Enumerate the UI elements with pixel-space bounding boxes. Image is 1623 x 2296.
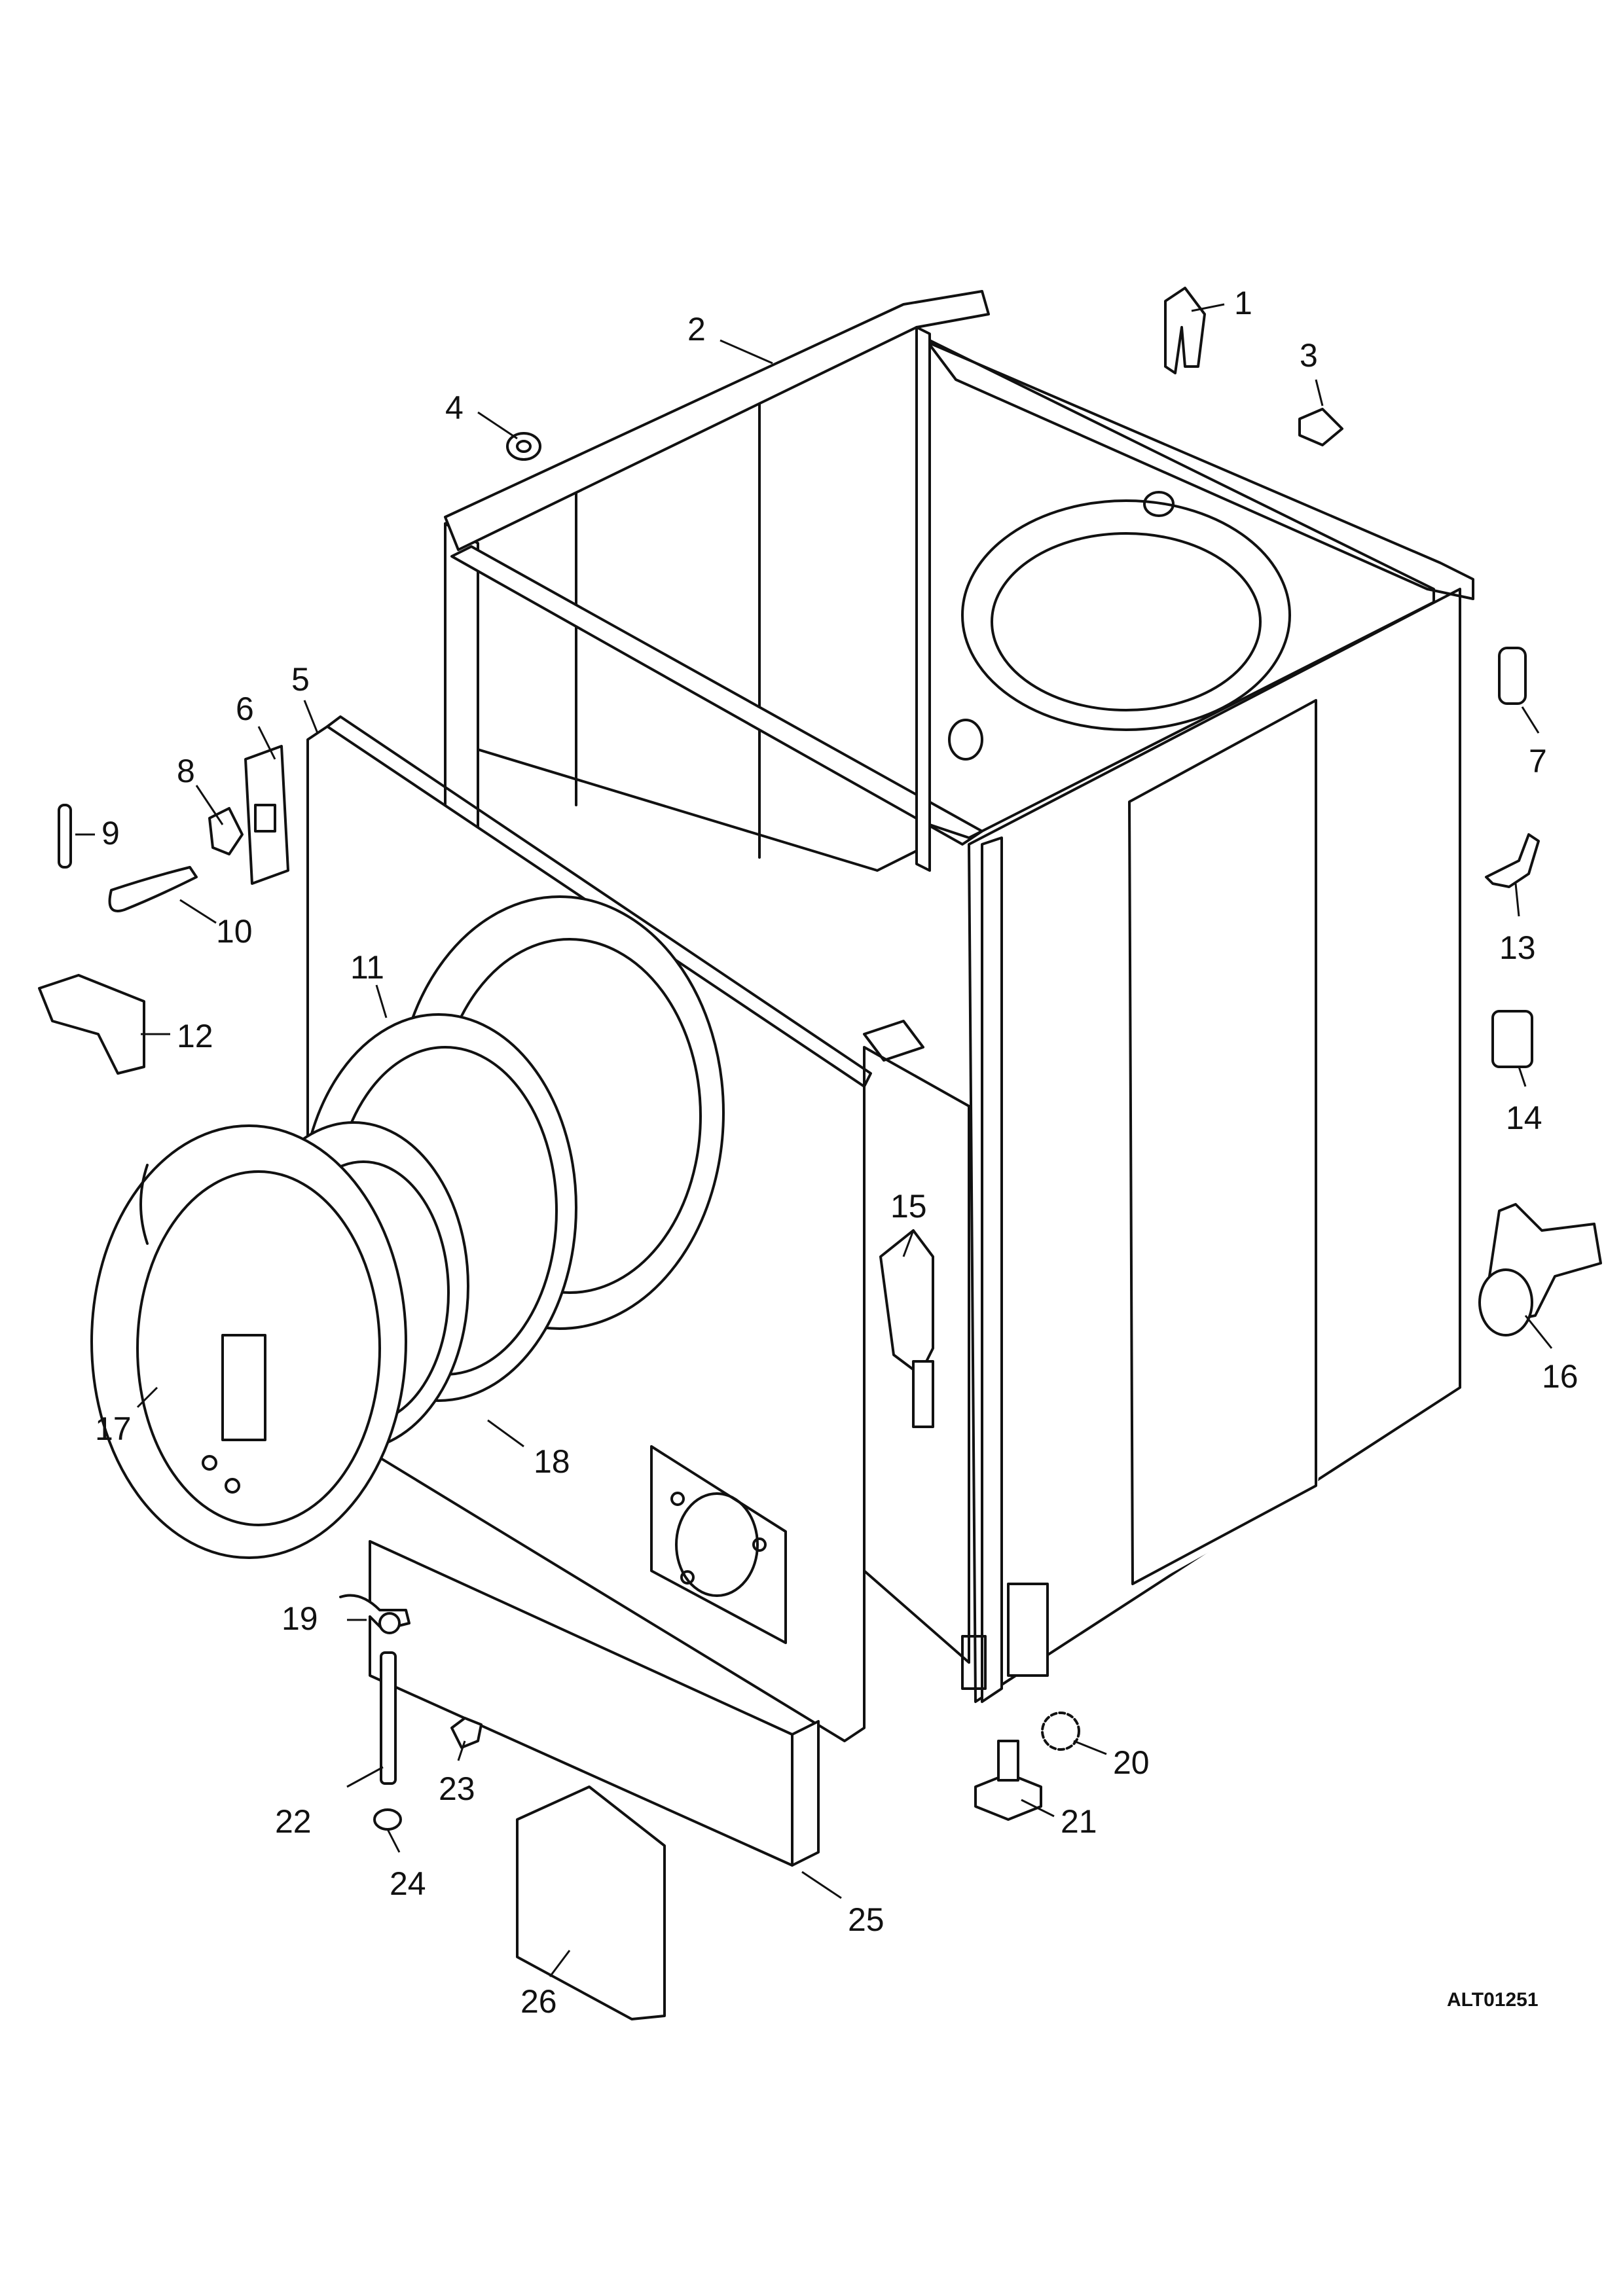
callout-4: 4	[445, 389, 464, 426]
part-9-pin	[58, 804, 72, 869]
callout-23: 23	[439, 1770, 475, 1807]
callout-1: 1	[1234, 285, 1252, 321]
cabinet	[444, 290, 1474, 1703]
callout-26: 26	[520, 1983, 557, 2020]
part-26-cover	[516, 1785, 666, 2020]
callout-18: 18	[534, 1443, 570, 1480]
callout-8: 8	[177, 753, 195, 789]
callout-21: 21	[1061, 1803, 1097, 1840]
callout-7: 7	[1529, 743, 1547, 780]
part-12-bracket	[38, 974, 145, 1075]
callout-10: 10	[216, 913, 253, 950]
drawing-reference: ALT01251	[1447, 1989, 1539, 2011]
part-20-nut	[1041, 1712, 1080, 1751]
callout-14: 14	[1506, 1100, 1542, 1136]
part-23-screw	[450, 1717, 483, 1749]
top-frame-right	[915, 326, 1474, 600]
callout-19: 19	[282, 1600, 318, 1637]
part-1-clip	[1164, 287, 1206, 374]
part-3-clip	[1298, 408, 1343, 446]
kick-panel	[369, 1540, 820, 1867]
top-frame	[444, 290, 990, 551]
callout-17: 17	[95, 1410, 132, 1447]
callout-24: 24	[390, 1865, 426, 1902]
door-assembly	[90, 895, 725, 1559]
part-4-grommet	[506, 432, 541, 461]
callout-20: 20	[1113, 1744, 1150, 1781]
rear-drum-opening	[961, 499, 1291, 731]
part-6-lock	[244, 745, 289, 885]
callout-labels: 1 2 3 4 5 6 7 8 9 10 11 12 13 14 15 16 1…	[95, 285, 1578, 2020]
callout-5: 5	[291, 661, 310, 698]
part-22-shaft	[380, 1651, 397, 1785]
callout-16: 16	[1542, 1358, 1578, 1395]
callout-13: 13	[1499, 929, 1536, 966]
callout-2: 2	[687, 311, 706, 348]
callout-15: 15	[890, 1188, 927, 1225]
part-10-handle	[108, 866, 198, 912]
part-24-washer	[373, 1808, 402, 1831]
part-13-clip	[1485, 833, 1540, 888]
cabinet-right-side-panel	[968, 588, 1461, 1703]
callout-22: 22	[275, 1803, 312, 1840]
part-8-hinge	[208, 807, 244, 855]
callout-25: 25	[848, 1901, 884, 1938]
cabinet-inner-cavity	[928, 339, 1435, 839]
small-parts	[38, 287, 1602, 2020]
leader-lines	[75, 303, 1553, 1977]
callout-12: 12	[177, 1018, 213, 1054]
part-7-clip	[1498, 647, 1527, 705]
callout-6: 6	[236, 691, 254, 727]
part-14-switch	[1491, 1010, 1533, 1068]
callout-3: 3	[1300, 337, 1318, 374]
callout-9: 9	[101, 815, 120, 852]
callout-11: 11	[350, 949, 384, 986]
